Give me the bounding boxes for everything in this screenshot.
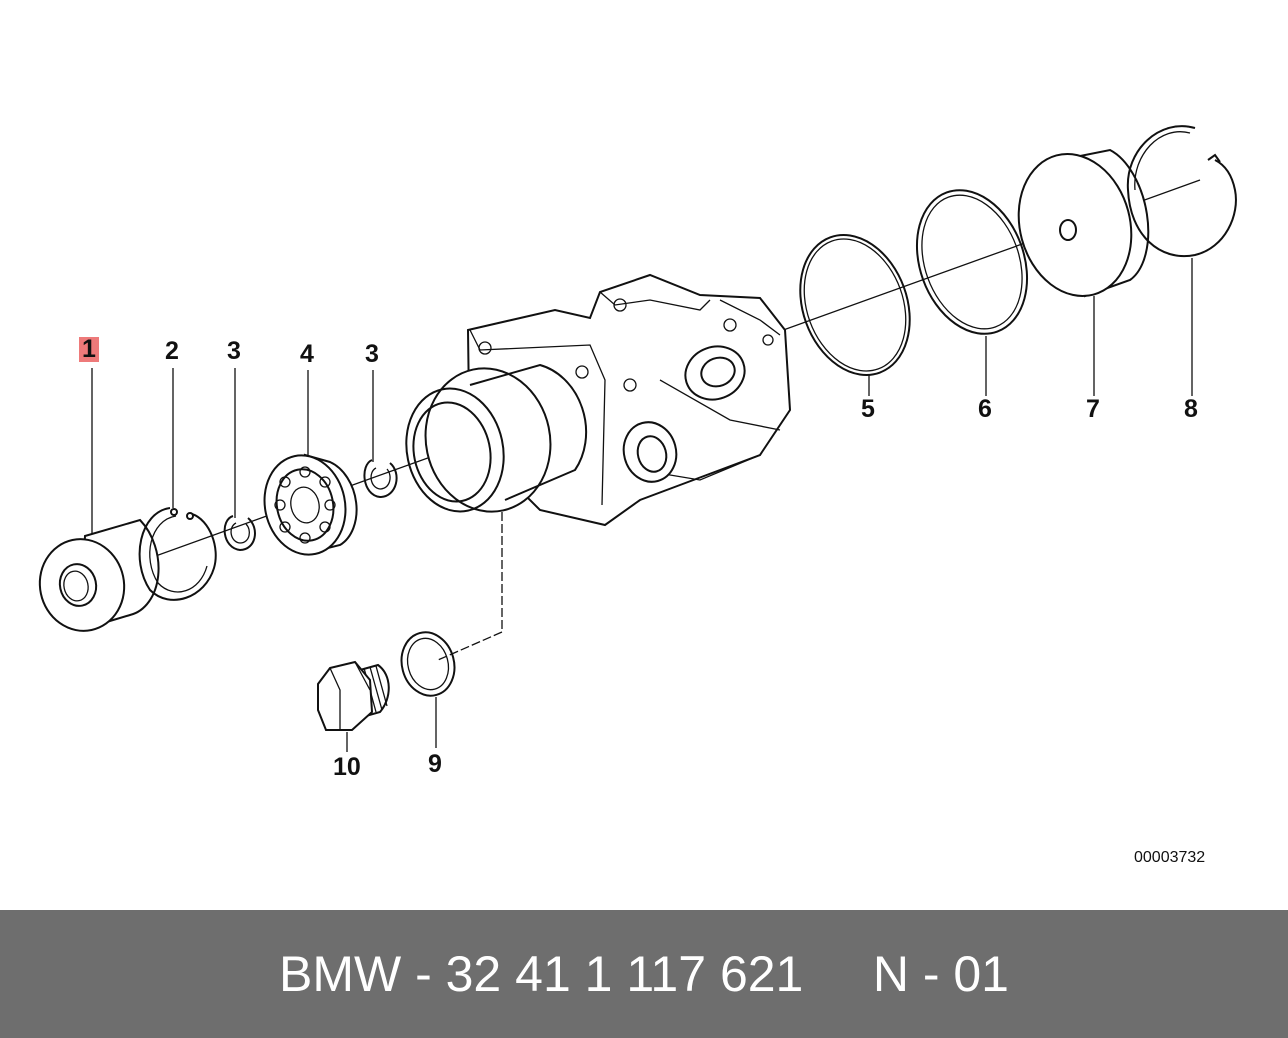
callout-6[interactable]: 6 [978, 395, 992, 423]
callout-10[interactable]: 10 [333, 753, 361, 781]
leader-lines [91, 258, 1193, 752]
part-2-circlip [138, 507, 217, 601]
drawing-number: 00003732 [1134, 849, 1206, 866]
callout-3-left[interactable]: 3 [227, 337, 241, 365]
part-6-o-ring [915, 189, 1029, 335]
callout-3-right[interactable]: 3 [365, 340, 379, 368]
part-10-screw-plug [317, 660, 390, 731]
part-3-snap-ring-left [223, 515, 256, 552]
part-number-caption: BMW - 32 41 1 117 621 N - 01 [279, 946, 1009, 1002]
callout-2[interactable]: 2 [165, 337, 179, 365]
part-3-snap-ring-right [363, 459, 398, 499]
footer-bar: BMW - 32 41 1 117 621 N - 01 [0, 910, 1288, 1038]
exploded-parts-diagram [38, 125, 1237, 752]
part-4-ball-bearing [263, 453, 358, 556]
callout-7[interactable]: 7 [1086, 395, 1100, 423]
callout-8[interactable]: 8 [1184, 395, 1198, 423]
part-8-retaining-ring [1126, 125, 1237, 258]
callout-1[interactable]: 1 [79, 337, 99, 362]
part-5-o-ring [799, 234, 911, 376]
callout-5[interactable]: 5 [861, 395, 875, 423]
part-7-cover [1017, 148, 1150, 298]
part-9-sealing-ring [400, 631, 456, 697]
part-1-shaft-seal [38, 518, 160, 632]
callout-4[interactable]: 4 [300, 340, 314, 368]
callout-9[interactable]: 9 [428, 750, 442, 778]
pump-housing [405, 273, 792, 527]
